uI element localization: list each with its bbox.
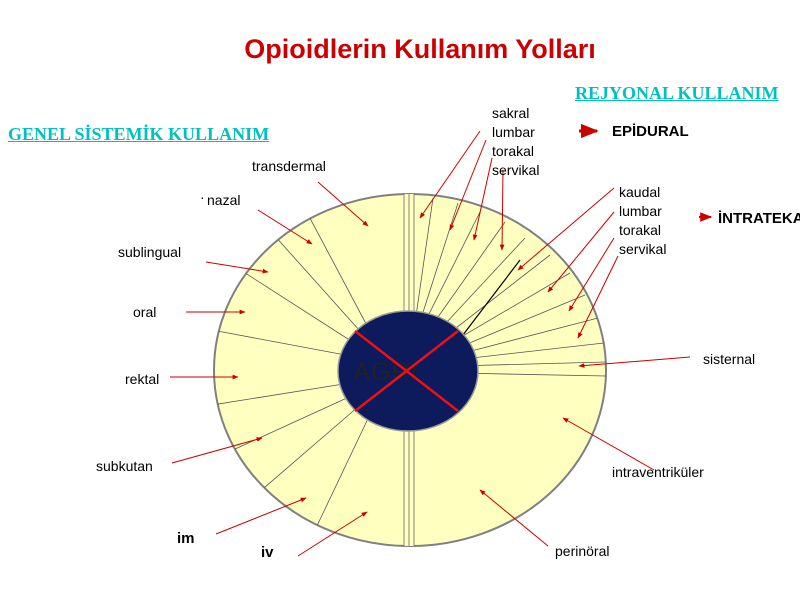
label-nazal-dot: · xyxy=(200,189,205,205)
label-oral: oral xyxy=(133,304,157,320)
sector-dividers xyxy=(214,197,606,531)
epidural-level: lumbar xyxy=(492,124,535,140)
epidural-level: torakal xyxy=(492,143,535,159)
intratekal-level: torakal xyxy=(619,222,662,238)
heading-general-systemic: GENEL SİSTEMİK KULLANIM xyxy=(8,124,270,144)
label-iv: iv xyxy=(261,544,274,561)
epidural-level: servikal xyxy=(492,162,540,178)
page-title: Opioidlerin Kullanım Yolları xyxy=(244,34,596,64)
label-intraventrikuler: intraventriküler xyxy=(612,464,704,480)
label-sisternal: sisternal xyxy=(703,351,756,367)
epidural-level-list: sakral lumbar torakal servikal xyxy=(492,104,539,180)
route-intratekal: İNTRATEKAL xyxy=(718,210,800,227)
label-perinoral: perinöral xyxy=(555,543,610,559)
intratekal-level: kaudal xyxy=(619,184,661,200)
intratekal-level-list: kaudal lumbar torakal servikal xyxy=(619,183,666,259)
intratekal-level: servikal xyxy=(619,241,667,257)
label-sublingual: sublingual xyxy=(118,244,182,260)
label-rektal: rektal xyxy=(125,371,160,387)
heading-regional: REJYONAL KULLANIM xyxy=(575,83,779,103)
route-epidural: EPİDURAL xyxy=(612,123,689,140)
label-transdermal: transdermal xyxy=(252,158,326,174)
label-subkutan: subkutan xyxy=(96,458,153,474)
cross-line xyxy=(354,330,459,412)
label-nazal: nazal xyxy=(207,192,241,208)
label-im: im xyxy=(177,530,195,547)
intratekal-level: lumbar xyxy=(619,203,662,219)
epidural-level: sakral xyxy=(492,105,530,121)
arrows xyxy=(170,123,713,557)
